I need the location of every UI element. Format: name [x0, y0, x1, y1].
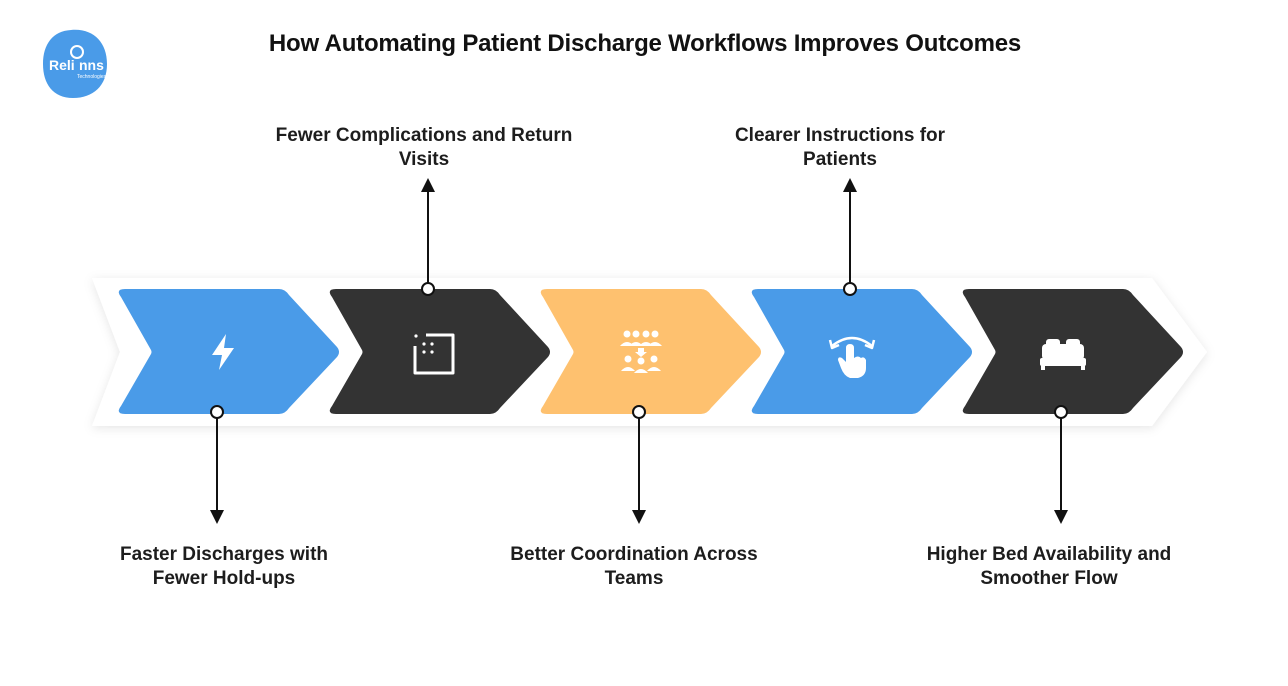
chevron-step-3	[540, 289, 761, 414]
step-label-1: Faster Discharges with Fewer Hold-ups	[119, 544, 329, 589]
dotted-square-icon	[413, 333, 455, 375]
company-logo: Reli nns Technologies	[43, 29, 107, 98]
logo-text: Reli	[49, 57, 75, 73]
step-label-5: Higher Bed Availability and Smoother Flo…	[926, 544, 1172, 589]
hand-swipe-icon	[828, 336, 876, 378]
connector-node-4	[843, 282, 857, 296]
chevron-step-2	[329, 289, 550, 414]
connector-node-3	[632, 405, 646, 419]
lightning-bolt-icon	[212, 334, 234, 370]
logo-text-2: nns	[79, 57, 104, 73]
team-icon	[620, 330, 662, 373]
connector-node-5	[1054, 405, 1068, 419]
connector-node-1	[210, 405, 224, 419]
bed-icon	[1040, 339, 1086, 370]
logo-subtext: Technologies	[77, 74, 107, 80]
step-label-4: Clearer Instructions for Patients	[734, 125, 946, 170]
connector-node-2	[421, 282, 435, 296]
step-label-3: Better Coordination Across Teams	[510, 544, 758, 589]
step-label-2: Fewer Complications and Return Visits	[275, 125, 573, 170]
page-title: How Automating Patient Discharge Workflo…	[268, 30, 1022, 57]
chevron-step-4	[751, 289, 972, 414]
